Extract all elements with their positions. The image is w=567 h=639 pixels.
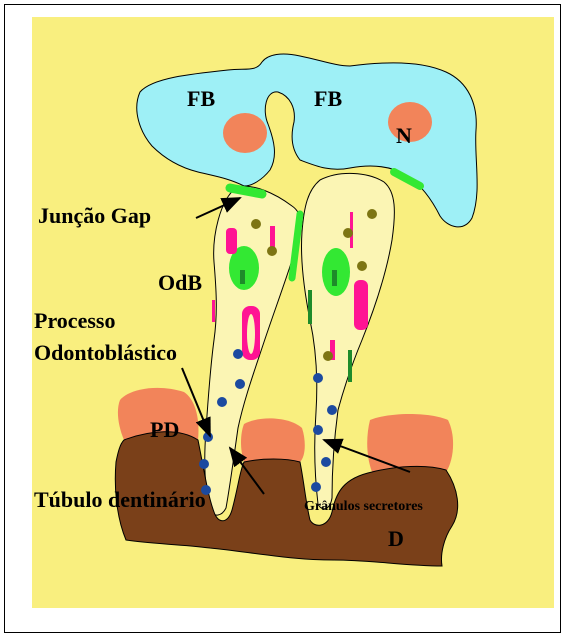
olive-dot-left-2 xyxy=(267,246,277,256)
organelle-dark-right-3 xyxy=(348,350,352,382)
vesicle-magenta-left-2 xyxy=(270,226,275,248)
label-secretory-granules: Grânulos secretores xyxy=(304,499,423,514)
olive-dot-right-2 xyxy=(343,228,353,238)
vesicle-magenta-left-3-inner xyxy=(247,314,255,354)
vesicle-magenta-left-1 xyxy=(226,228,237,254)
label-fb-right: FB xyxy=(314,86,342,111)
label-process-line1: Processo xyxy=(34,308,115,333)
nucleus-left xyxy=(223,113,267,153)
label-odb: OdB xyxy=(158,270,202,295)
olive-dot-right-4 xyxy=(323,351,333,361)
vesicle-magenta-left-4 xyxy=(212,300,215,322)
organelle-dark-right-2 xyxy=(308,290,312,324)
vesicle-magenta-right-1 xyxy=(354,280,368,330)
organelle-dark-left xyxy=(240,270,245,284)
label-process-line2: Odontoblástico xyxy=(34,340,177,365)
olive-dot-right-1 xyxy=(367,209,377,219)
olive-dot-right-3 xyxy=(357,261,367,271)
label-dentin: D xyxy=(388,526,404,551)
label-fb-left: FB xyxy=(187,86,215,111)
predentin-right xyxy=(367,414,453,472)
label-pd: PD xyxy=(150,417,179,442)
predentin-middle xyxy=(241,418,305,462)
olive-dot-left-1 xyxy=(251,219,261,229)
label-gap-junction: Junção Gap xyxy=(38,203,151,228)
label-nucleus: N xyxy=(396,123,412,148)
label-dentin-tubule: Túbulo dentinário xyxy=(34,487,206,512)
gap-junction-left xyxy=(230,188,262,194)
organelle-dark-right xyxy=(332,270,337,286)
